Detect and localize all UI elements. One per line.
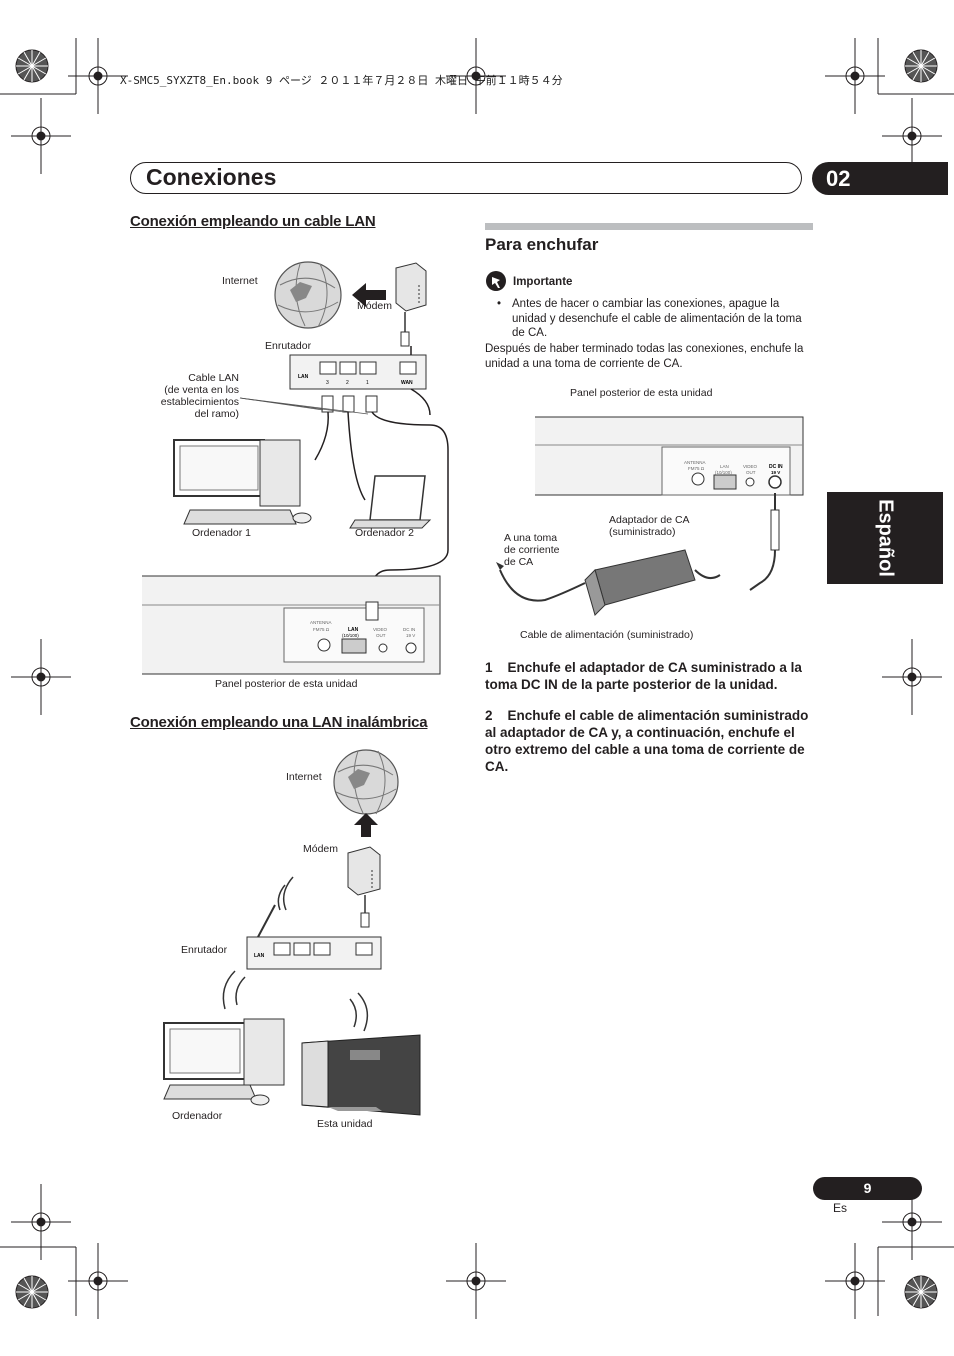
lan-diagram: LAN 3 2 1 WAN ANTENNA FM75 Ω LAN bbox=[142, 261, 449, 675]
label-rear-panel: Panel posterior de esta unidad bbox=[215, 678, 358, 690]
chapter-number: 02 bbox=[812, 162, 948, 195]
label-unit-wl: Esta unidad bbox=[317, 1118, 373, 1130]
label-computer-wl: Ordenador bbox=[172, 1110, 223, 1122]
svg-text:OUT: OUT bbox=[376, 633, 386, 638]
svg-text:LAN: LAN bbox=[720, 464, 729, 469]
svg-text:(10/100): (10/100) bbox=[342, 633, 359, 638]
label-modem-wl: Módem bbox=[303, 843, 339, 855]
rear-panel: ANTENNA FM75 Ω LAN (10/100) VIDEO OUT DC… bbox=[142, 575, 441, 675]
chapter-bar bbox=[130, 162, 802, 194]
svg-text:LAN: LAN bbox=[298, 374, 309, 380]
svg-text:LAN: LAN bbox=[254, 953, 265, 959]
svg-text:FM75 Ω: FM75 Ω bbox=[688, 466, 705, 471]
laptop-icon bbox=[349, 475, 432, 529]
important-label: Importante bbox=[513, 276, 573, 288]
svg-text:DC IN: DC IN bbox=[403, 627, 415, 632]
important-bullet: Antes de hacer o cambiar las conexiones,… bbox=[512, 298, 802, 339]
svg-text:ANTENNA: ANTENNA bbox=[684, 460, 706, 465]
svg-text:FM75 Ω: FM75 Ω bbox=[313, 627, 330, 632]
svg-text:ANTENNA: ANTENNA bbox=[310, 620, 332, 625]
svg-text:3: 3 bbox=[326, 380, 329, 386]
svg-text:VIDEO: VIDEO bbox=[373, 627, 388, 632]
label-adapter: Adaptador de CA (suministrado) bbox=[609, 514, 690, 538]
important-icon bbox=[486, 271, 506, 291]
modem-icon bbox=[395, 262, 427, 312]
label-modem: Módem bbox=[357, 300, 393, 312]
page-number: 9 bbox=[813, 1177, 922, 1200]
step-1: 1 Enchufe el adaptador de CA suministrad… bbox=[485, 660, 802, 692]
language-tab-label: Español bbox=[874, 499, 897, 577]
svg-text:OUT: OUT bbox=[746, 470, 756, 475]
language-tab bbox=[827, 492, 943, 584]
stereo-unit-icon bbox=[301, 1034, 421, 1116]
power-diagram: ANTENNA FM75 Ω LAN (10/100) VIDEO OUT DC… bbox=[496, 416, 804, 616]
power-after-text: Después de haber terminado todas las con… bbox=[485, 343, 804, 370]
svg-text:VIDEO: VIDEO bbox=[743, 464, 758, 469]
svg-text:WAN: WAN bbox=[401, 380, 413, 386]
desktop-computer-icon bbox=[173, 439, 312, 525]
wireless-section-title: Conexión empleando una LAN inalámbrica bbox=[130, 714, 428, 731]
label-outlet: A una toma de corriente de CA bbox=[504, 532, 560, 568]
label-internet: Internet bbox=[222, 275, 258, 287]
step-2: 2 Enchufe el cable de alimentación sumin… bbox=[485, 708, 809, 774]
svg-text:(10/100): (10/100) bbox=[715, 470, 732, 475]
label-lan-cable: Cable LAN (de venta en los establecimien… bbox=[160, 372, 239, 420]
svg-text:1: 1 bbox=[366, 380, 369, 386]
label-computer-1: Ordenador 1 bbox=[192, 527, 251, 539]
label-cord: Cable de alimentación (suministrado) bbox=[520, 629, 694, 641]
section-divider bbox=[485, 223, 813, 230]
bullet-marker: • bbox=[497, 298, 502, 310]
svg-text:19 V: 19 V bbox=[406, 633, 415, 638]
print-header: X-SMC5_SYXZT8_En.book 9 ページ ２０１１年７月２８日 木… bbox=[120, 74, 563, 87]
label-internet-wl: Internet bbox=[286, 771, 322, 783]
modem-icon bbox=[347, 846, 381, 896]
svg-text:DC IN: DC IN bbox=[769, 464, 783, 470]
svg-text:LAN: LAN bbox=[348, 627, 359, 633]
globe-icon bbox=[274, 261, 342, 329]
arrow-up-icon bbox=[354, 813, 378, 837]
rear-panel: ANTENNA FM75 Ω LAN (10/100) VIDEO OUT DC… bbox=[535, 416, 804, 496]
lan-section-title: Conexión empleando un cable LAN bbox=[130, 213, 376, 230]
label-computer-2: Ordenador 2 bbox=[355, 527, 414, 539]
svg-text:2: 2 bbox=[346, 380, 349, 386]
arrow-icon bbox=[352, 283, 386, 307]
label-router: Enrutador bbox=[265, 340, 312, 352]
label-rear-panel-power: Panel posterior de esta unidad bbox=[570, 387, 713, 399]
power-section-title: Para enchufar bbox=[485, 235, 599, 254]
wireless-diagram: LAN bbox=[163, 749, 421, 1116]
globe-icon bbox=[333, 749, 399, 815]
chapter-title: Conexiones bbox=[146, 164, 277, 190]
page-language: Es bbox=[833, 1201, 848, 1215]
desktop-computer-icon bbox=[163, 1018, 285, 1106]
svg-text:19 V: 19 V bbox=[771, 470, 780, 475]
label-router-wl: Enrutador bbox=[181, 944, 228, 956]
